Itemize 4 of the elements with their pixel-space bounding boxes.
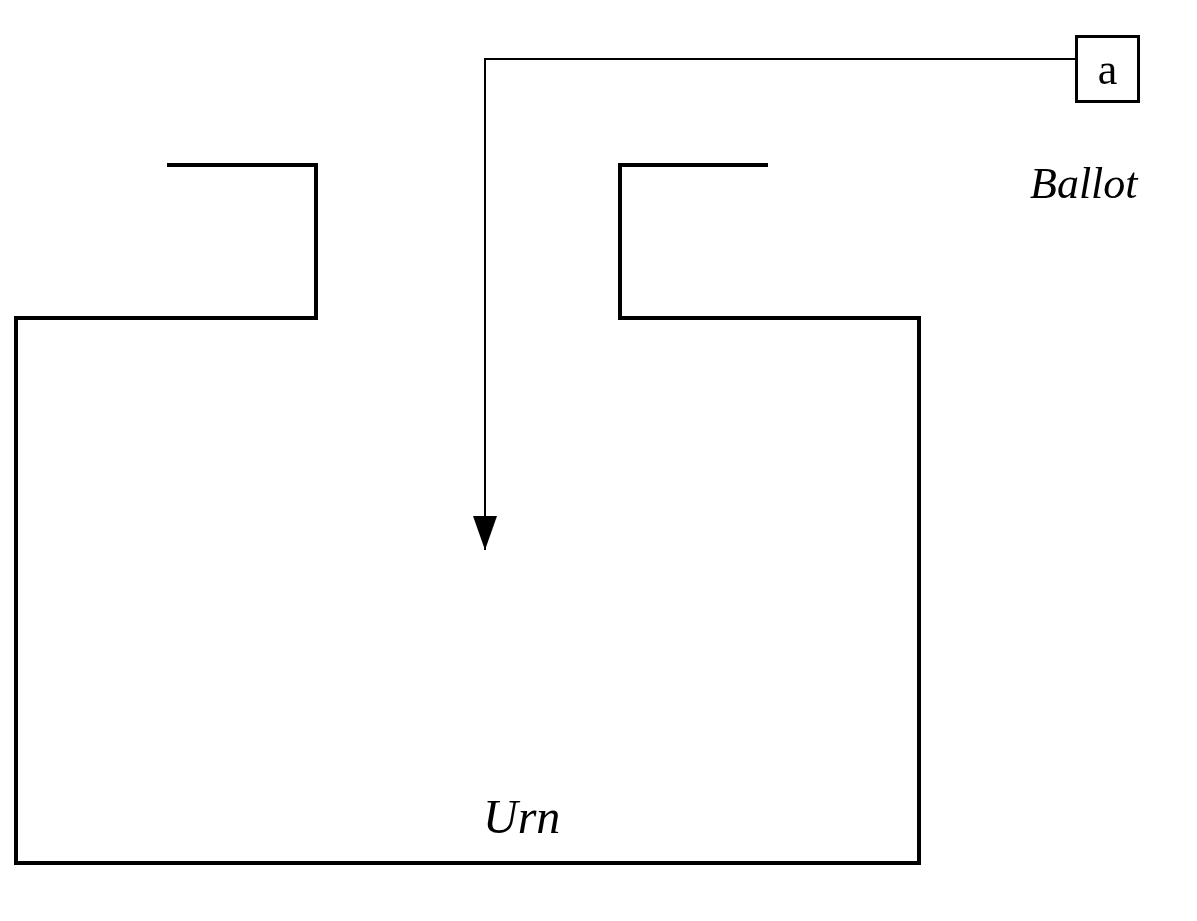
ballot-card: a [1075,35,1140,103]
urn-label: Urn [483,793,561,841]
arrow [473,58,1076,551]
ballot-caption: Ballot [1030,162,1138,206]
